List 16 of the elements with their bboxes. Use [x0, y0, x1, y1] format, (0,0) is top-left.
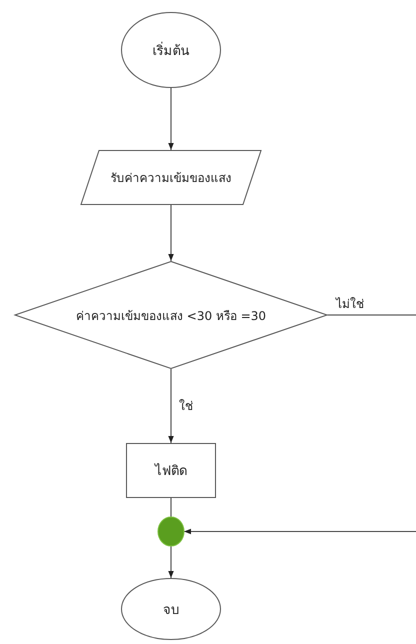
node-label: จบ: [163, 602, 179, 620]
node-label: ไฟติด: [155, 462, 187, 481]
arrow: [168, 204, 174, 262]
arrow: [168, 88, 174, 150]
arrow: [168, 368, 174, 444]
start-ellipse: [121, 12, 221, 88]
connector-circle: [158, 517, 184, 546]
input-parallelogram: [81, 150, 261, 205]
node-label: ค่าความเข้มของแสง <30 หรือ =30: [76, 308, 266, 324]
end-ellipse: [121, 578, 221, 640]
node-label: เริ่มต้น: [152, 40, 190, 60]
arrow: [168, 546, 174, 578]
decision-diamond: [15, 261, 327, 369]
process-box: [126, 443, 216, 498]
arrow: [184, 314, 416, 534]
node-label: รับค่าความเข้มของแสง: [110, 170, 232, 187]
